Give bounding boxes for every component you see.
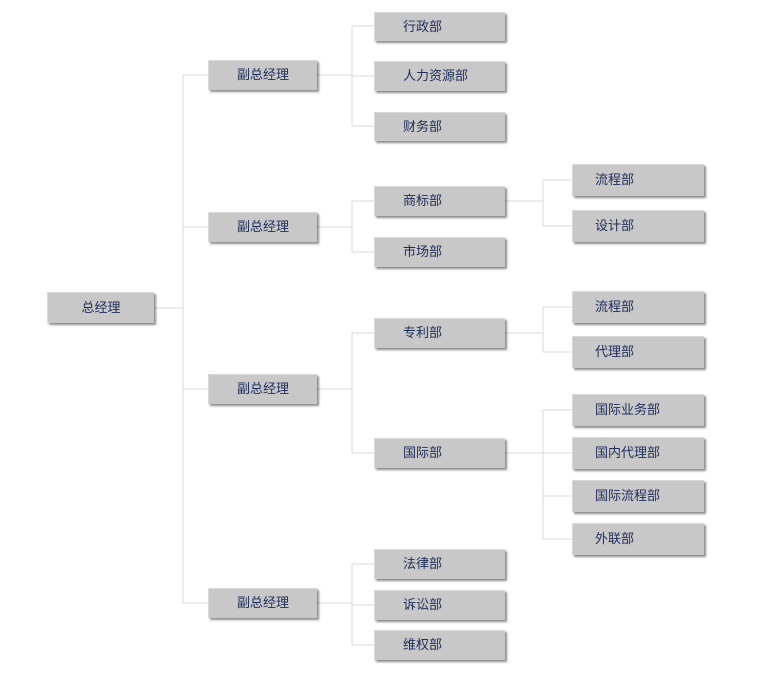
- node-label: 法律部: [403, 557, 443, 572]
- node-design: 设计部: [572, 210, 704, 242]
- node-label: 诉讼部: [403, 598, 443, 613]
- node-label: 专利部: [403, 326, 443, 341]
- node-label: 市场部: [403, 245, 443, 260]
- node-hr-dept: 人力资源部: [374, 61, 505, 91]
- node-label: 代理部: [595, 345, 635, 360]
- node-vice-manager-2: 副总经理: [208, 212, 317, 242]
- node-label: 商标部: [403, 194, 443, 209]
- connector-root: [154, 74, 208, 604]
- node-label: 维权部: [403, 638, 443, 653]
- node-label: 国际流程部: [595, 489, 661, 504]
- node-patent-process: 流程部: [572, 291, 704, 323]
- node-label: 总经理: [81, 300, 121, 316]
- node-rights-dept: 维权部: [374, 630, 505, 660]
- node-patent-dept: 专利部: [374, 318, 505, 348]
- connector-international: [505, 409, 572, 540]
- node-vice-manager-3: 副总经理: [208, 374, 317, 404]
- node-international-dept: 国际部: [374, 438, 505, 468]
- node-label: 财务部: [403, 119, 443, 135]
- node-trademark-dept: 商标部: [374, 186, 505, 216]
- node-label: 副总经理: [236, 68, 289, 83]
- node-label: 行政部: [403, 19, 443, 35]
- node-label: 国际业务部: [595, 403, 661, 418]
- node-label: 副总经理: [236, 382, 289, 397]
- node-label: 设计部: [595, 219, 635, 234]
- connector-vp1: [317, 25, 374, 127]
- node-market-dept: 市场部: [374, 237, 505, 267]
- node-domestic-agency: 国内代理部: [572, 437, 704, 469]
- connector-patent: [505, 306, 572, 353]
- node-liaison: 外联部: [572, 523, 704, 555]
- node-label: 外联部: [595, 532, 635, 547]
- node-label: 国际部: [403, 446, 443, 461]
- node-label: 国内代理部: [595, 446, 661, 461]
- node-label: 流程部: [595, 300, 635, 315]
- connector-vp4: [317, 563, 374, 646]
- node-label: 流程部: [595, 173, 635, 188]
- node-agency: 代理部: [572, 336, 704, 368]
- node-label: 人力资源部: [403, 69, 469, 84]
- node-vice-manager-4: 副总经理: [208, 588, 317, 618]
- node-litigation-dept: 诉讼部: [374, 590, 505, 620]
- node-general-manager: 总经理: [47, 292, 154, 323]
- node-law-dept: 法律部: [374, 549, 505, 579]
- node-finance-dept: 财务部: [374, 112, 505, 141]
- node-intl-process: 国际流程部: [572, 480, 704, 512]
- node-admin-dept: 行政部: [374, 12, 505, 41]
- connector-trademark: [505, 179, 572, 227]
- connector-vp2: [317, 200, 374, 253]
- node-trademark-process: 流程部: [572, 164, 704, 196]
- node-vice-manager-1: 副总经理: [208, 60, 317, 90]
- node-label: 副总经理: [236, 220, 289, 235]
- connector-vp3: [317, 332, 374, 454]
- node-intl-business: 国际业务部: [572, 394, 704, 426]
- node-label: 副总经理: [236, 596, 289, 611]
